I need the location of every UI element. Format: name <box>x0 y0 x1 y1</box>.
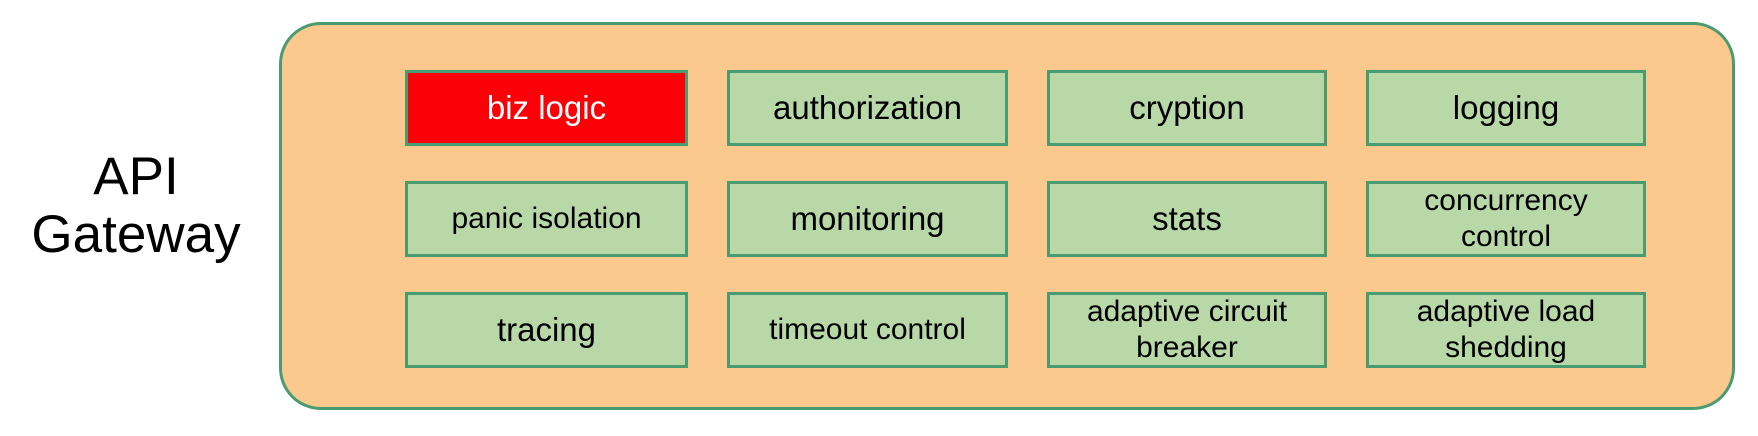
feature-box[interactable]: concurrency control <box>1366 181 1646 257</box>
feature-box[interactable]: authorization <box>727 70 1008 146</box>
feature-box[interactable]: logging <box>1366 70 1646 146</box>
feature-box[interactable]: monitoring <box>727 181 1008 257</box>
feature-box[interactable]: timeout control <box>727 292 1008 368</box>
api-gateway-label: API Gateway <box>31 147 241 264</box>
feature-grid: biz logic authorization cryption logging pan… <box>405 70 1648 368</box>
feature-box[interactable]: biz logic <box>405 70 688 146</box>
api-gateway-container: biz logic authorization cryption logging pan… <box>279 22 1735 410</box>
feature-box[interactable]: stats <box>1047 181 1327 257</box>
feature-box[interactable]: adaptive circuit breaker <box>1047 292 1327 368</box>
feature-box[interactable]: cryption <box>1047 70 1327 146</box>
feature-box[interactable]: tracing <box>405 292 688 368</box>
feature-box[interactable]: adaptive load shedding <box>1366 292 1646 368</box>
feature-box[interactable]: panic isolation <box>405 181 688 257</box>
